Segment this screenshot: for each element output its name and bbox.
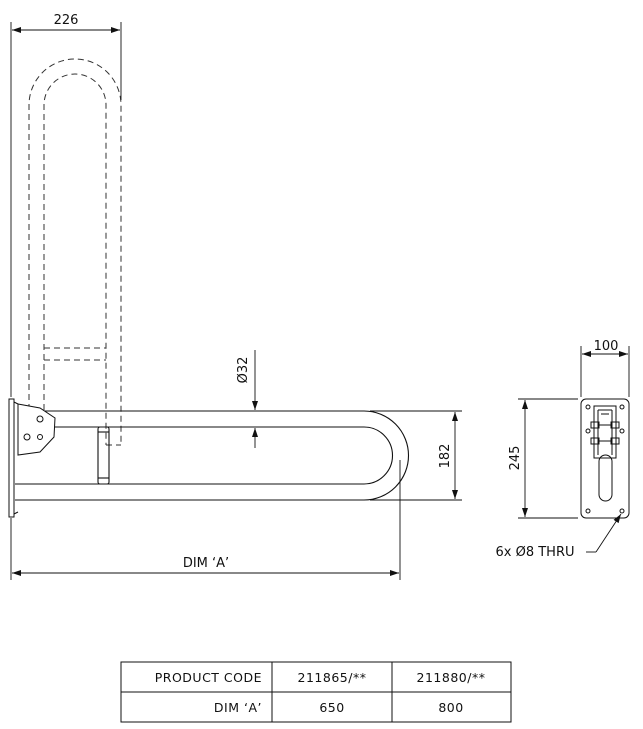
table-code-2: 211880/** (417, 670, 486, 685)
dim-plate-width (580, 346, 630, 397)
dim-overall-length-label: DIM ‘A’ (183, 556, 229, 571)
grab-bar-raised-phantom (28, 58, 122, 446)
wall-plate-side (8, 398, 19, 518)
table-header-label: PRODUCT CODE (155, 670, 262, 685)
dim-height-182 (370, 410, 462, 501)
dim-plate-width-label: 100 (594, 339, 619, 354)
table-code-1: 211865/** (298, 670, 367, 685)
product-table (120, 661, 512, 723)
dim-top-width-label: 226 (54, 13, 79, 28)
grab-bar-lowered (15, 410, 410, 501)
dim-overall-length (10, 460, 401, 580)
dim-plate-height (518, 398, 578, 519)
dim-plate-height-label: 245 (508, 446, 523, 471)
hinge-bracket (17, 403, 56, 456)
table-dim-2: 800 (438, 700, 463, 715)
table-row-label: DIM ‘A’ (214, 700, 262, 715)
dim-height-182-label: 182 (438, 444, 453, 469)
table-dim-1: 650 (319, 700, 344, 715)
holes-leader (586, 513, 622, 553)
holes-callout-label: 6x Ø8 THRU (496, 545, 575, 560)
wall-plate-front (580, 398, 630, 519)
dim-tube-diameter-label: Ø32 (236, 357, 251, 384)
dim-top-width (10, 22, 122, 397)
